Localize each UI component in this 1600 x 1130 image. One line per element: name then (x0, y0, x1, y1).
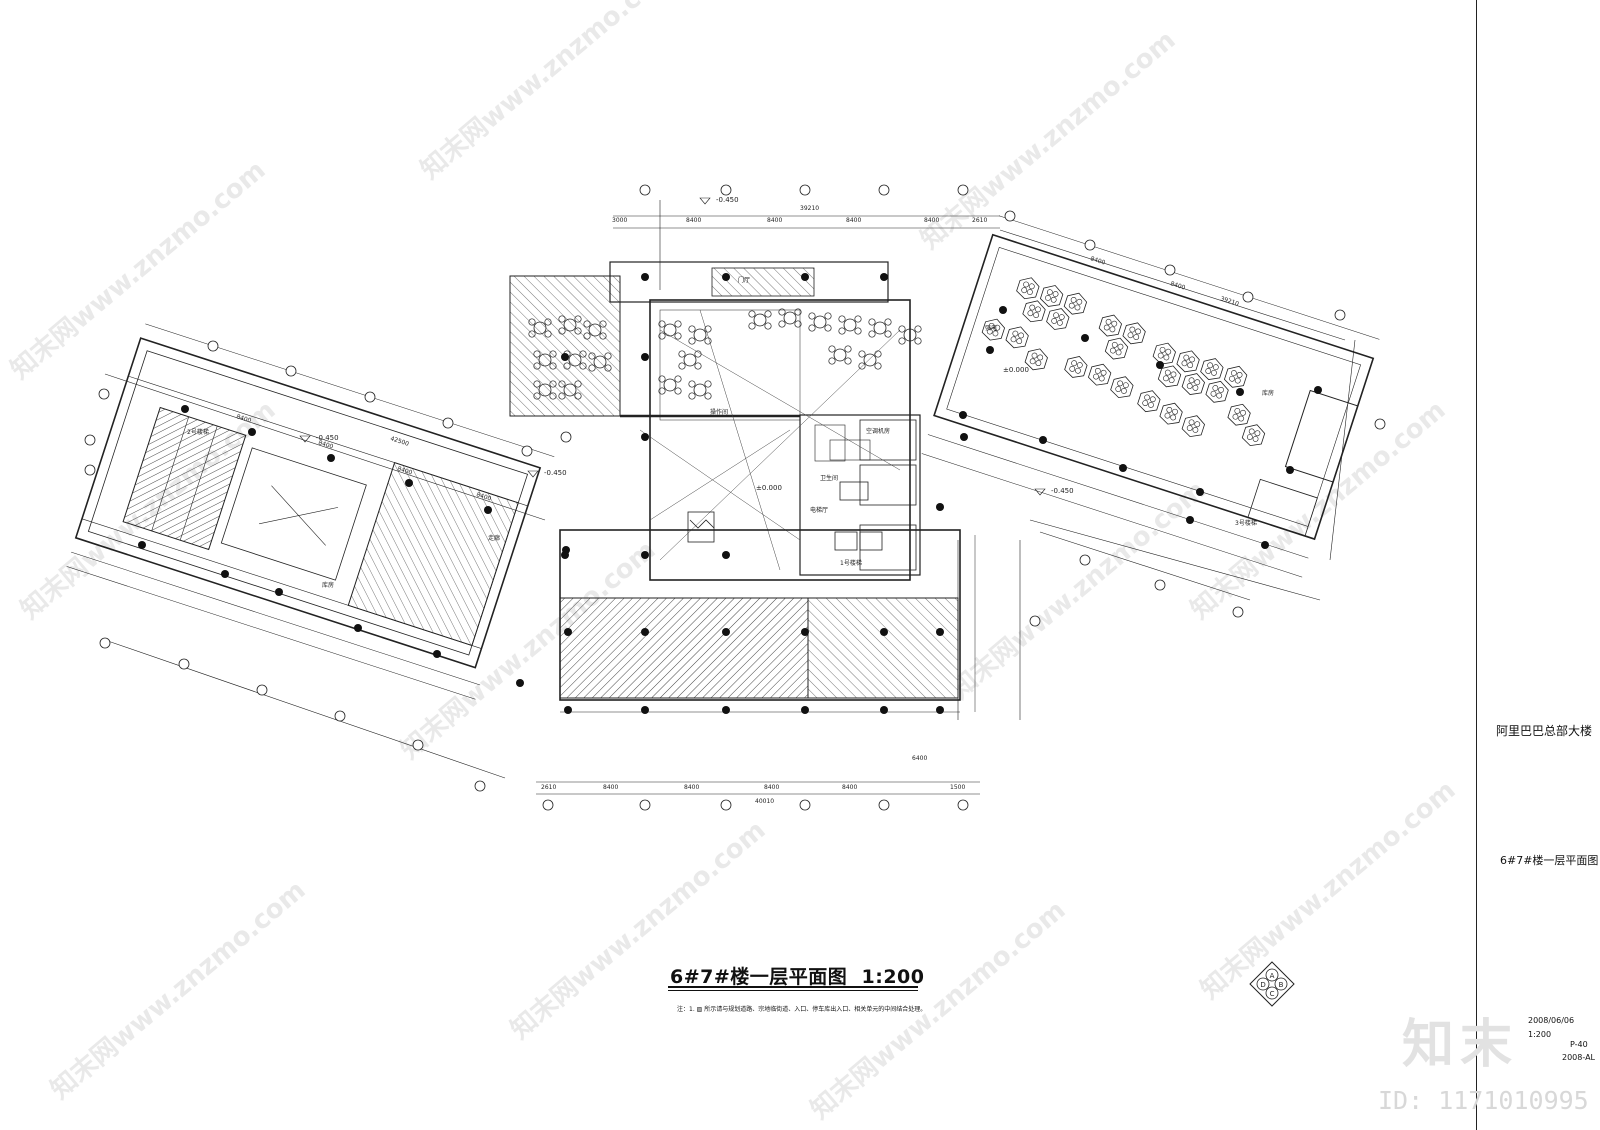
svg-text:知末网www.znzmo.com: 知末网www.znzmo.com (1195, 775, 1461, 1005)
room-lift: 电梯厅 (810, 506, 828, 514)
room-office: 操作间 (710, 408, 728, 416)
level-top: -0.450 (716, 196, 739, 204)
compass-b: B (1279, 981, 1284, 989)
sheet-scale: 1:200 (1528, 1030, 1552, 1039)
sheet-date: 2008/06/06 (1528, 1016, 1575, 1025)
svg-text:42500: 42500 (389, 435, 409, 448)
svg-text:8400: 8400 (396, 465, 413, 476)
compass-d: D (1260, 981, 1265, 989)
watermark-brand: 知末 (1402, 1015, 1519, 1075)
title-block (1476, 0, 1600, 1130)
room-labels: 2号楼梯 3号楼梯 1号楼梯 库房 门厅 操作间 强电 库房 走廊 空调机房 卫… (187, 276, 1274, 589)
sheet-name: 6#7#楼一层平面图 (1500, 854, 1599, 867)
svg-text:8400: 8400 (767, 217, 782, 224)
svg-text:知末网www.znzmo.com: 知末网www.znzmo.com (415, 0, 681, 185)
dim-top-1: 3000 (612, 217, 627, 224)
svg-text:知末网www.znzmo.com: 知末网www.znzmo.com (945, 475, 1211, 705)
svg-text:知末网www.znzmo.com: 知末网www.znzmo.com (915, 25, 1181, 255)
level-mid: -0.450 (544, 469, 567, 477)
drawing-title-text: 6#7#楼一层平面图 (670, 966, 848, 988)
room-elec: 强电 (985, 324, 997, 332)
svg-text:39210: 39210 (1219, 295, 1239, 308)
dimension-lines (104, 200, 1356, 795)
dimension-text: 3000 8400 8400 8400 8400 2610 39210 2610 8400… (235, 205, 1239, 805)
title-underline-thin (668, 990, 918, 991)
drawing-note: 注：1. ▨ 所示请与规划道路、宗地临街道、入口、停车库出入口、相关单元的中间结… (677, 1006, 927, 1013)
dim-bottom-total: 40010 (755, 798, 774, 805)
room-storage: 库房 (322, 581, 334, 589)
drawing-scale: 1:200 (861, 966, 925, 988)
left-wing (66, 323, 555, 700)
level-right: -0.450 (1051, 487, 1074, 495)
left-wing-columns (138, 405, 570, 687)
svg-text:8400: 8400 (235, 413, 252, 424)
svg-text:2610: 2610 (541, 784, 556, 791)
svg-text:8400: 8400 (317, 439, 334, 450)
right-wing (921, 215, 1380, 578)
room-corridor: 走廊 (488, 534, 500, 542)
room-hall: 门厅 (738, 276, 750, 284)
project-name: 阿里巴巴总部大楼 (1496, 724, 1593, 738)
room-ac: 空调机房 (866, 427, 890, 435)
sheet-number: P-40 (1570, 1040, 1588, 1049)
svg-text:8400: 8400 (1089, 255, 1106, 266)
svg-text:8400: 8400 (1169, 280, 1186, 291)
svg-text:8400: 8400 (475, 491, 492, 502)
svg-text:知末网www.znzmo.com: 知末网www.znzmo.com (45, 875, 311, 1105)
svg-text:2610: 2610 (972, 217, 987, 224)
svg-text:8400: 8400 (842, 784, 857, 791)
center-columns (561, 273, 968, 714)
svg-text:6400: 6400 (912, 755, 927, 762)
level-center: ±0.000 (756, 484, 782, 492)
svg-text:知末网www.znzmo.com: 知末网www.znzmo.com (5, 155, 271, 385)
compass-a: A (1270, 972, 1275, 980)
title-underline (668, 986, 918, 988)
room-warehouse: 库房 (1262, 389, 1274, 397)
svg-text:8400: 8400 (686, 217, 701, 224)
watermark-id: ID: 1171010995 (1378, 1086, 1589, 1115)
svg-text:8400: 8400 (846, 217, 861, 224)
svg-text:8400: 8400 (764, 784, 779, 791)
sheet-code: 2008-AL (1562, 1053, 1595, 1062)
north-compass: A B C D (1249, 961, 1295, 1007)
room-stair1: 1号楼梯 (840, 559, 862, 567)
dim-top-total: 39210 (800, 205, 819, 212)
level-left: -0.450 (316, 434, 339, 442)
right-wing-columns (959, 306, 1322, 549)
level-markers: -0.450 -0.450 -0.450 -0.450 ±0.000 ±0.00… (299, 196, 1074, 496)
drawing-title: 6#7#楼一层平面图 1:200 (670, 962, 925, 989)
room-stair3: 3号楼梯 (1235, 519, 1257, 527)
level-right-hall: ±0.000 (1003, 366, 1029, 374)
room-stair2: 2号楼梯 (187, 428, 209, 436)
axis-bubbles (84, 184, 1386, 811)
svg-text:8400: 8400 (924, 217, 939, 224)
compass-c: C (1270, 990, 1275, 998)
svg-text:1500: 1500 (950, 784, 965, 791)
floor-plan-drawing: 知末网www.znzmo.com 知末网www.znzmo.com 知末网www… (5, 0, 1461, 1125)
svg-text:8400: 8400 (603, 784, 618, 791)
room-toilet: 卫生间 (820, 474, 838, 482)
svg-text:8400: 8400 (684, 784, 699, 791)
watermark-layer: 知末网www.znzmo.com 知末网www.znzmo.com 知末网www… (5, 0, 1461, 1125)
